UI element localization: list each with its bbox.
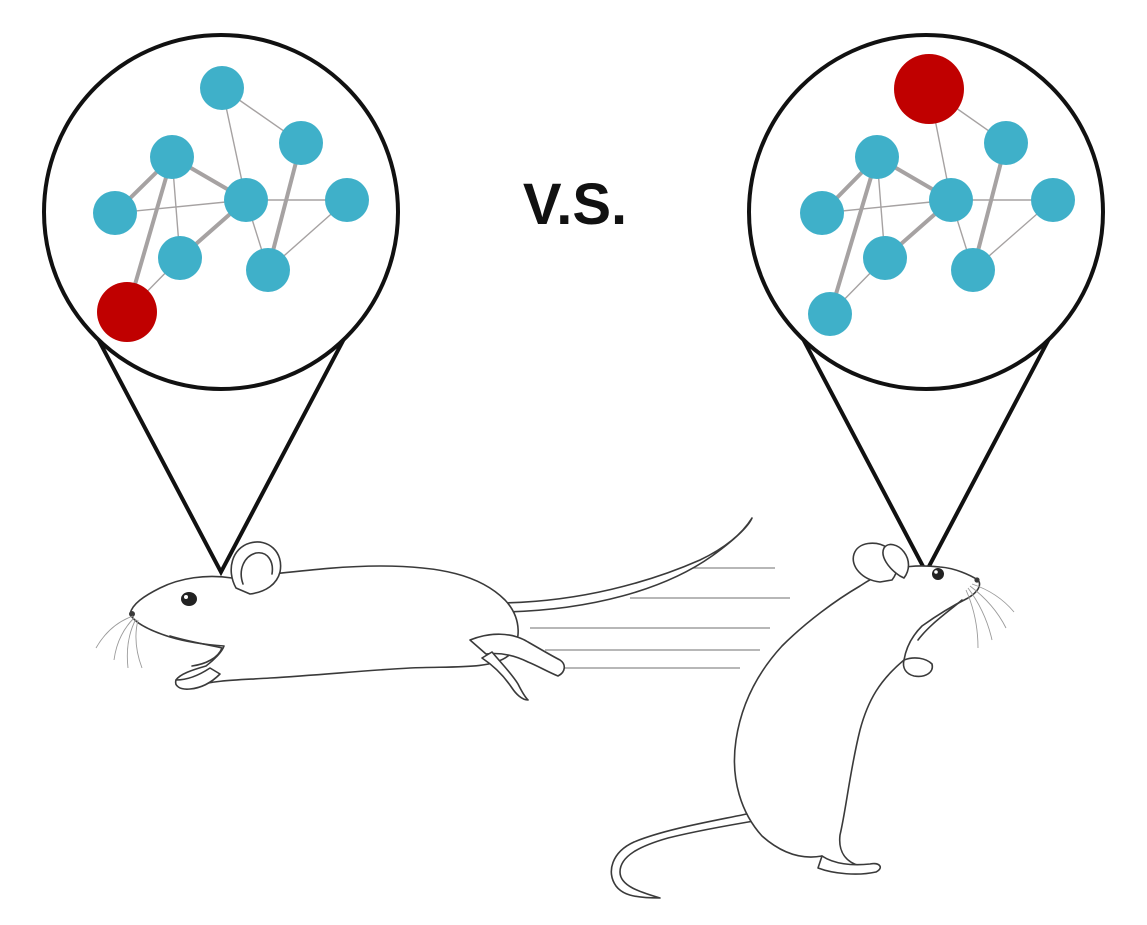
network-node [808,292,852,336]
network-edge [828,155,879,316]
network-node [246,248,290,292]
mouse-eye [181,592,197,606]
left-zoom-cone [95,336,347,577]
running-mouse [95,517,790,701]
network-node [855,135,899,179]
highlighted-node [894,54,964,124]
network-node [951,248,995,292]
network-node [325,178,369,222]
mouse-front-paw [174,667,221,690]
network-node [863,236,907,280]
speed-lines [530,567,790,669]
mouse-body [733,565,981,868]
network-node [800,191,844,235]
network-node [1031,178,1075,222]
network-node [158,236,202,280]
network-node [150,135,194,179]
right-callout [747,33,1105,577]
mouse-front-paw [902,657,934,678]
left-network [93,66,369,342]
mouse-tail [610,811,761,899]
mouse-hind-foot [817,855,882,875]
mouse-body [129,565,519,689]
right-network [800,54,1075,336]
mouse-whiskers [95,615,143,669]
network-node [279,121,323,165]
highlighted-node [97,282,157,342]
network-node [984,121,1028,165]
standing-mouse [610,542,1015,899]
mouse-whiskers [965,583,1015,649]
network-node [93,191,137,235]
vs-label: V.S. [522,172,628,237]
left-callout [42,33,400,577]
mouse-ear [230,541,282,595]
mouse-hind-leg [469,633,566,677]
network-node [200,66,244,110]
network-node [929,178,973,222]
network-node [224,178,268,222]
mouse-eye [932,568,944,580]
mouse-tail [499,517,753,613]
